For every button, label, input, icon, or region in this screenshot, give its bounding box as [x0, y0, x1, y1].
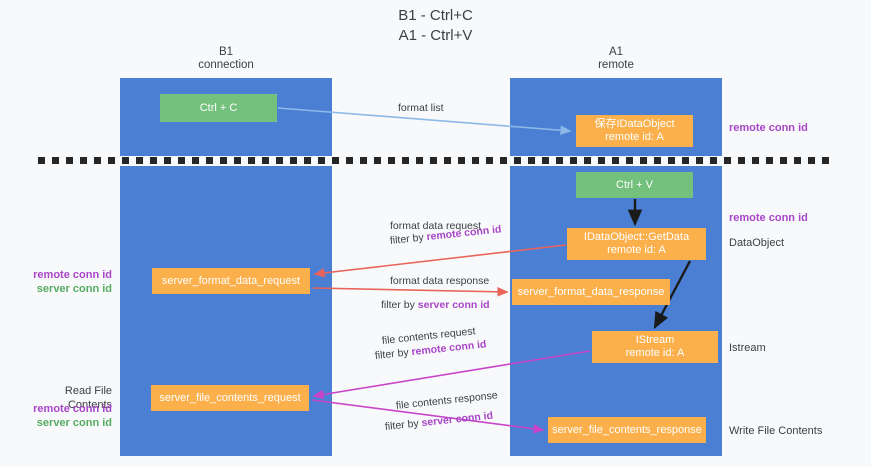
filter-prefix: filter by: [384, 417, 423, 433]
column-header-a1: A1 remote: [598, 46, 634, 71]
node-server-file-contents-request[interactable]: server_file_contents_request: [151, 385, 309, 411]
edge-label-format-data-response: format data response: [390, 275, 490, 287]
node-server-file-contents-response[interactable]: server_file_contents_response: [548, 417, 706, 443]
side-label-remote-conn-id-top: remote conn id: [729, 122, 808, 134]
edge-label-format-list: format list: [398, 102, 444, 114]
side-label-read-file-contents: Read File Contents: [64, 385, 112, 411]
page-title: B1 - Ctrl+C A1 - Ctrl+V: [398, 7, 473, 44]
node-save-idataobject[interactable]: 保存IDataObject remote id: A: [576, 115, 693, 147]
filter-key-server-conn-id: server conn id: [417, 299, 490, 311]
side-label-group-conn-ids-upper: remote conn id server conn id: [18, 268, 112, 296]
side-label-remote-conn-id-mid: remote conn id: [729, 212, 808, 224]
node-server-format-data-request[interactable]: server_format_data_request: [152, 268, 310, 294]
side-label-remote-conn-id: remote conn id: [33, 269, 112, 281]
panel-b1-lower: [120, 166, 332, 456]
node-ctrl-v[interactable]: Ctrl + V: [576, 172, 693, 198]
column-header-b1: B1 connection: [198, 46, 254, 71]
node-istream[interactable]: IStream remote id: A: [592, 331, 718, 363]
section-divider: [38, 157, 833, 164]
side-label-group-conn-ids-lower: remote conn id server conn id: [18, 402, 112, 430]
edge-label-format-data-response-filter: filter by server conn id: [381, 298, 490, 313]
node-idataobject-getdata[interactable]: IDataObject::GetData remote id: A: [567, 228, 706, 260]
edge-label-format-data-request: format data request: [390, 220, 482, 232]
filter-key-server-conn-id: server conn id: [420, 409, 494, 430]
node-server-format-data-response[interactable]: server_format_data_response: [512, 279, 670, 305]
filter-prefix: filter by: [374, 346, 413, 362]
side-label-server-conn-id-2: server conn id: [36, 417, 112, 429]
side-label-dataobject: DataObject: [729, 237, 785, 249]
panel-a1-lower: [510, 166, 722, 456]
side-label-write-file-contents: Write File Contents: [729, 425, 823, 437]
filter-prefix: filter by: [381, 299, 418, 311]
node-ctrl-c[interactable]: Ctrl + C: [160, 94, 277, 122]
side-label-istream: Istream: [729, 342, 766, 354]
filter-prefix: filter by: [389, 231, 428, 247]
side-label-remote-conn-id-2: remote conn id: [33, 403, 112, 415]
side-label-server-conn-id: server conn id: [36, 283, 112, 295]
